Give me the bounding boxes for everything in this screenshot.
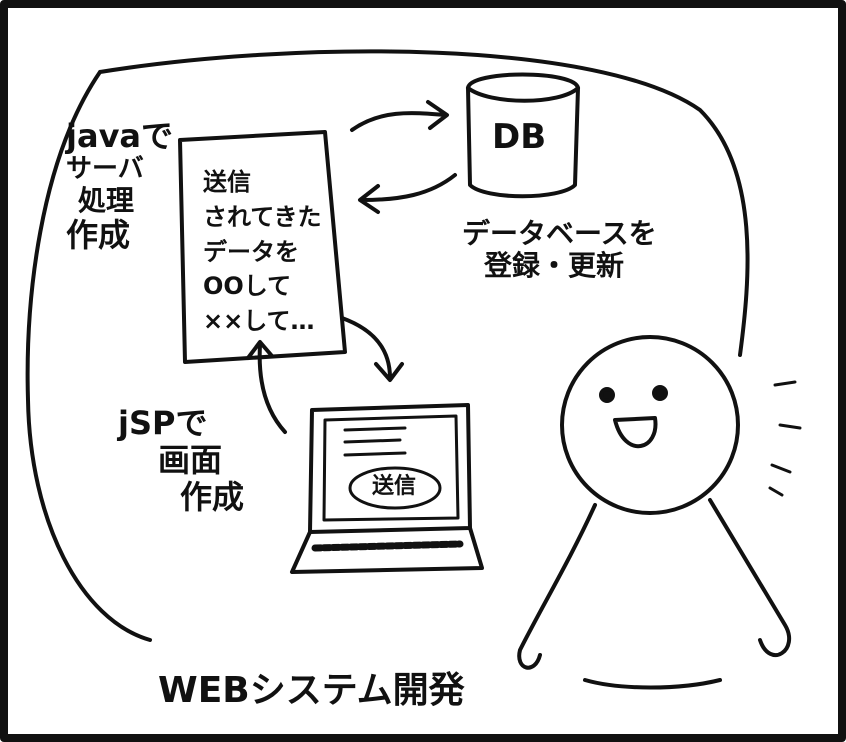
arrow-from-db-icon: [358, 173, 457, 214]
server-line-4: 作成: [66, 215, 131, 254]
arrow-to-laptop-icon: [340, 316, 404, 382]
screen-line-2: 画面: [158, 440, 223, 479]
document-icon: [178, 130, 347, 364]
db-caption-line-2: 登録・更新: [484, 249, 625, 283]
arrow-to-db-icon: [350, 100, 449, 132]
screen-line-1: jSPで: [118, 404, 208, 442]
server-caption: javaでサーバ処理作成: [66, 118, 173, 254]
system-boundary: [25, 49, 750, 642]
document-line: されてきた: [203, 202, 322, 231]
document-line: ××して…: [203, 307, 315, 336]
send-button-label: 送信: [372, 474, 417, 499]
db-caption: データベースを登録・更新: [462, 217, 657, 283]
server-line-2: サーバ: [66, 153, 144, 184]
database-icon: [466, 72, 580, 199]
server-line-3: 処理: [78, 183, 135, 217]
document-line: OOして: [203, 272, 292, 301]
person-icon: [517, 335, 802, 690]
footer-title: WEBシステム開発: [158, 670, 465, 711]
screen-caption: jSPで画面作成: [118, 405, 244, 515]
screen-line-3: 作成: [180, 477, 245, 516]
document-line: データを: [203, 237, 299, 266]
document-text: 送信されてきたデータを OOして ××して…: [203, 165, 322, 339]
server-line-1: javaで: [66, 117, 174, 155]
laptop-icon: [290, 403, 484, 574]
db-caption-line-1: データベースを: [462, 217, 657, 250]
db-label: DB: [492, 117, 547, 157]
document-line: 送信: [203, 168, 251, 196]
arrow-to-document-icon: [246, 340, 287, 434]
